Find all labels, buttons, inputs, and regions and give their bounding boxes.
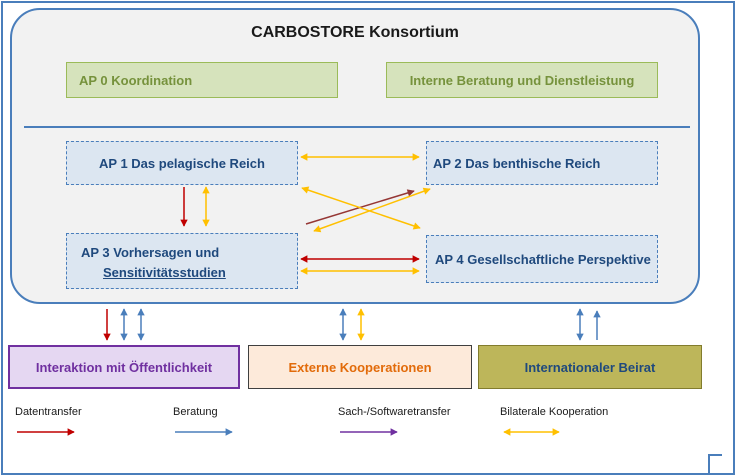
box-externe-label: Externe Kooperationen <box>288 359 432 375</box>
section-divider-line <box>24 126 690 128</box>
box-ap3-label-line2: Sensitivitätsstudien <box>103 265 226 280</box>
legend-item-bilaterale-kooperation: Bilaterale Kooperation <box>500 406 608 438</box>
box-interne-beratung-label: Interne Beratung und Dienstleistung <box>409 72 635 88</box>
legend-label-beratung: Beratung <box>173 406 218 418</box>
consortium-container: CARBOSTORE Konsortium AP 0 Koordination … <box>10 8 700 304</box>
box-externe-kooperationen: Externe Kooperationen <box>248 345 472 389</box>
box-ap3-label-line1: AP 3 Vorhersagen und <box>81 245 220 260</box>
box-ap4-label: AP 4 Gesellschaftliche Perspektive <box>435 251 651 267</box>
box-ap4-perspektive: AP 4 Gesellschaftliche Perspektive <box>426 235 658 283</box>
box-interaktion-oeffentlichkeit: Interaktion mit Öffentlichkeit <box>8 345 240 389</box>
legend-item-beratung: Beratung <box>173 406 243 438</box>
legend-arrow-datentransfer-icon <box>17 428 75 436</box>
legend: Datentransfer Beratung Sach-/Softwaretra… <box>0 406 736 452</box>
box-ap2-label: AP 2 Das benthische Reich <box>433 155 601 171</box>
box-interne-beratung: Interne Beratung und Dienstleistung <box>386 62 658 98</box>
box-ap0-label: AP 0 Koordination <box>79 72 193 88</box>
box-ap1-pelagisch: AP 1 Das pelagische Reich <box>66 141 298 185</box>
legend-arrow-softwaretransfer-icon <box>340 428 398 436</box>
box-ap0-koordination: AP 0 Koordination <box>66 62 338 98</box>
box-beirat-label: Internationaler Beirat <box>524 359 656 375</box>
diagram-title: CARBOSTORE Konsortium <box>251 24 459 41</box>
box-ap1-label: AP 1 Das pelagische Reich <box>99 155 265 171</box>
legend-item-datentransfer: Datentransfer <box>15 406 85 438</box>
legend-item-softwaretransfer: Sach-/Softwaretransfer <box>338 406 451 438</box>
legend-label-bilaterale-kooperation: Bilaterale Kooperation <box>500 406 609 418</box>
box-internationaler-beirat: Internationaler Beirat <box>478 345 702 389</box>
legend-label-datentransfer: Datentransfer <box>15 406 82 418</box>
legend-label-softwaretransfer: Sach-/Softwaretransfer <box>338 406 451 418</box>
box-ap2-benthisch: AP 2 Das benthische Reich <box>426 141 658 185</box>
legend-arrow-beratung-icon <box>175 428 233 436</box>
legend-arrow-bilaterale-kooperation-icon <box>503 428 560 436</box>
box-interaktion-label: Interaktion mit Öffentlichkeit <box>35 359 213 375</box>
corner-step-mark <box>708 454 722 474</box>
box-ap3-vorhersagen: AP 3 Vorhersagen und Sensitivitätsstudie… <box>66 233 298 289</box>
